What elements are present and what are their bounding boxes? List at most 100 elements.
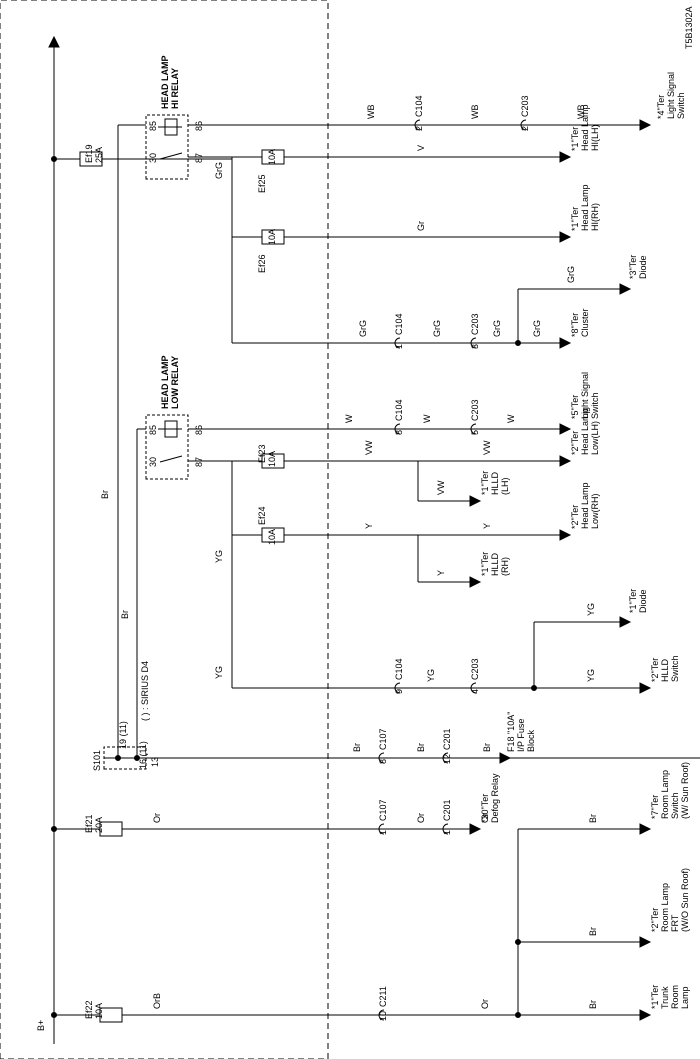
wire-label-yg-23: YG [586, 669, 596, 682]
wire-label-grg-6: GrG [358, 320, 368, 337]
wire-label-orb-37: OrB [152, 993, 162, 1009]
wire-label-grg-10: GrG [566, 266, 576, 283]
dest-hlld-switch: *2"TerHLLDSwitch [650, 655, 680, 682]
ef25-name: Ef25 [257, 174, 267, 193]
connector-c211-10-name: C211 [378, 986, 388, 1007]
wire-label-br-29: Br [482, 743, 492, 752]
connector-c201-12-name: C201 [442, 728, 452, 750]
arrow-low-rh [559, 529, 572, 541]
arrow-low-lh [559, 455, 572, 467]
connector-c201-1-name: C201 [442, 799, 452, 821]
ef19-rating: 25A [94, 147, 104, 163]
hi-relay-title-2: HI RELAY [170, 68, 180, 109]
arrow-hi-rh [559, 231, 572, 243]
yg-junction [531, 685, 537, 691]
connector-c104-1 [394, 337, 401, 349]
wire-label-or-34: Or [416, 813, 426, 823]
splice-pin-16: 16 (11) [138, 741, 148, 769]
wire-label-yg-22: YG [426, 669, 436, 682]
dest-hlld-lh: *1"TerHLLD(LH) [480, 471, 510, 495]
hi-pin-30: 30 [148, 153, 158, 163]
hi-relay-title-1: HEAD LAMP [160, 56, 170, 110]
arrow-defog [469, 823, 482, 835]
wire-label-gr-4: Gr [416, 221, 426, 231]
ef22-rating: 10A [94, 1003, 104, 1019]
arrow-diode-1 [619, 616, 632, 628]
dest-low-rh: *2"TerHead LampLow(RH) [570, 482, 600, 529]
fuse-ef24 [261, 527, 285, 543]
dest-defog: *30"TerDefog Relay [480, 773, 500, 823]
arrow-fuse-f18 [499, 752, 512, 764]
connector-c211-10-pin: 10 [378, 1011, 388, 1021]
wire-label-wb-1: WB [470, 105, 480, 120]
low-pin-87: 87 [194, 457, 204, 467]
wire-label-grg-5: GrG [214, 162, 224, 179]
ef22-name: Ef22 [84, 1000, 94, 1019]
connector-c201-1-pin: 1 [442, 830, 452, 835]
dest-low-lh: *2"TerHead LampLow(LH) [570, 408, 600, 455]
splice-name: S101 [92, 750, 102, 771]
connector-c107-1-pin: 1 [378, 830, 388, 835]
connector-c104-1-name: C104 [394, 313, 404, 335]
connector-c107-1-name: C107 [378, 799, 388, 821]
low-pin-85: 85 [148, 425, 158, 435]
connector-c104-8-name: C104 [394, 399, 404, 421]
connector-c104-2-name: C104 [414, 95, 424, 117]
dest-cluster-8: *8"TerCluster [570, 308, 590, 337]
arrow-room-frt [639, 936, 652, 948]
wire-label-vw-15: VW [482, 440, 492, 455]
wire-label-w-11: W [344, 414, 354, 423]
low-relay-switch [159, 455, 183, 463]
wire-label-grg-7: GrG [432, 320, 442, 337]
arrow-hlld-lh [469, 495, 482, 507]
dest-trunk: *1"TerTrunkRoomLamp [650, 985, 690, 1009]
connector-c104-2 [414, 119, 421, 131]
arrow-hi-lh [559, 151, 572, 163]
connector-c203-4 [470, 682, 477, 694]
arrow-room-switch [639, 823, 652, 835]
dest-light-switch-5: *5"TerLight SignalSwitch [570, 372, 600, 419]
ef26-name: Ef26 [257, 254, 267, 273]
hi-relay-box [145, 114, 189, 180]
wire-label-or-35: Or [480, 813, 490, 823]
br-room-junction-frt [515, 939, 521, 945]
splice-pin-19: 19 (11) [118, 721, 128, 749]
connector-c211-10 [378, 1009, 385, 1021]
br-room-junction [515, 1012, 521, 1018]
wire-label-wb-2: WB [576, 105, 586, 120]
arrow-light-switch-5 [559, 423, 572, 435]
splice-pin-13: 13 [150, 757, 160, 767]
wire-label-br-31: Br [588, 927, 598, 936]
connector-c203-2 [520, 119, 527, 131]
connector-c107-8-name: C107 [378, 728, 388, 750]
connector-c203-5-pin: 5 [470, 430, 480, 435]
connector-c201-1 [442, 823, 449, 835]
wire-label-grg-8: GrG [492, 320, 502, 337]
ef24-rating: 10A [267, 529, 277, 545]
b-plus-arrow [48, 35, 60, 48]
ef25-rating: 10A [267, 149, 277, 165]
connector-c107-1 [378, 823, 385, 835]
low-pin-86: 86 [194, 425, 204, 435]
wire-label-br-28: Br [416, 743, 426, 752]
wire-label-grg-9: GrG [532, 320, 542, 337]
hi-pin-86: 86 [194, 121, 204, 131]
wire-label-wb-0: WB [366, 105, 376, 120]
wire-label-br-32: Br [588, 1000, 598, 1009]
dest-hi-rh: *1"TerHead LampHI(RH) [570, 184, 600, 231]
connector-c104-2-pin: 2 [414, 126, 424, 131]
low-relay-coil [164, 420, 178, 438]
low-relay-title-1: HEAD LAMP [160, 356, 170, 410]
connector-c203-4-name: C203 [470, 658, 480, 680]
ef21-name: Ef21 [84, 814, 94, 833]
wire-label-or-36: Or [480, 999, 490, 1009]
connector-c104-9-pin: 9 [394, 689, 404, 694]
connector-c203-3-name: C203 [470, 313, 480, 335]
connector-c104-9 [394, 682, 401, 694]
ef19-name: Ef19 [84, 144, 94, 163]
wire-label-yg-21: YG [214, 666, 224, 679]
wire-label-y-17: Y [364, 523, 374, 529]
wire-label-or-33: Or [152, 813, 162, 823]
fuse-ef26 [261, 229, 285, 245]
